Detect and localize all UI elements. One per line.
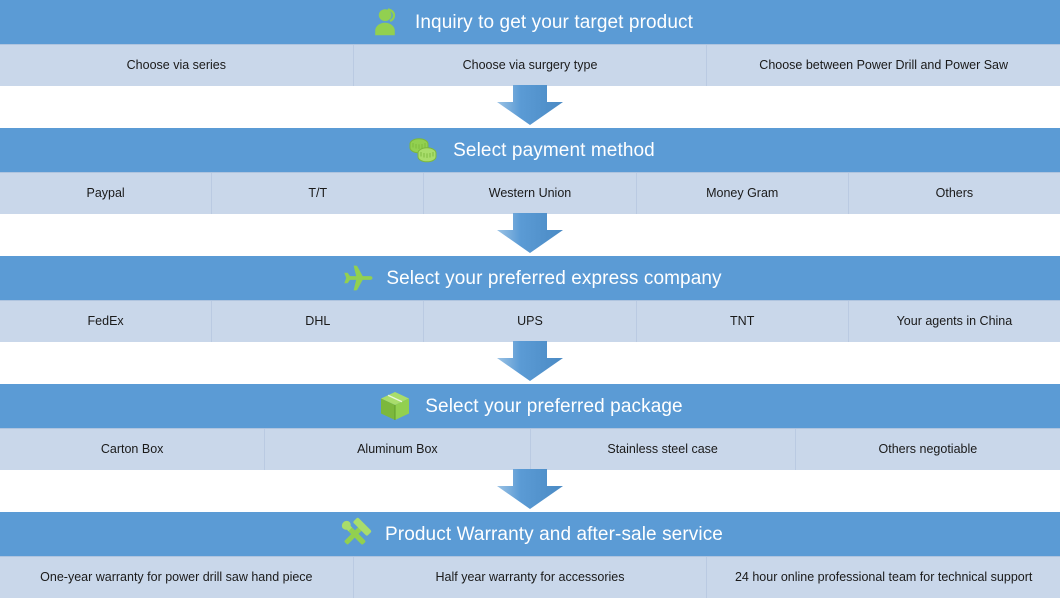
option-item[interactable]: TNT (637, 301, 849, 342)
step-title-3: Select your preferred express company (386, 267, 722, 289)
option-item[interactable]: Carton Box (0, 429, 266, 470)
option-item[interactable]: DHL (212, 301, 425, 342)
step-options-4: Carton Box Aluminum Box Stainless steel … (0, 428, 1060, 470)
step-options-1: Choose via series Choose via surgery typ… (0, 44, 1060, 86)
connector-3 (0, 340, 1060, 386)
down-arrow-icon (497, 340, 563, 386)
package-box-icon (377, 388, 413, 424)
option-item[interactable]: Choose between Power Drill and Power Saw (759, 58, 1009, 73)
step-block-2: Select payment method Paypal T/T Western… (0, 128, 1060, 214)
option-item[interactable]: Half year warranty for accessories (354, 557, 708, 598)
option-item[interactable]: Others negotiable (878, 442, 978, 457)
step-options-5: One-year warranty for power drill saw ha… (0, 556, 1060, 598)
step-title-5: Product Warranty and after-sale service (385, 523, 723, 545)
step-title-4: Select your preferred package (425, 395, 683, 417)
step-header-1: Inquiry to get your target product (0, 0, 1060, 44)
option-item[interactable]: Choose via series (0, 45, 354, 86)
option-item[interactable]: UPS (424, 301, 637, 342)
airplane-icon (338, 260, 374, 296)
option-item[interactable]: One-year warranty for power drill saw ha… (0, 557, 354, 598)
option-item[interactable]: Western Union (424, 173, 637, 214)
step-options-2: Paypal T/T Western Union Money Gram Othe… (0, 172, 1060, 214)
step-block-1: Inquiry to get your target product Choos… (0, 0, 1060, 86)
option-item[interactable]: Others (935, 186, 974, 201)
option-item[interactable]: Stainless steel case (531, 429, 796, 470)
connector-4 (0, 468, 1060, 514)
option-item[interactable]: Money Gram (637, 173, 849, 214)
step-block-4: Select your preferred package Carton Box… (0, 384, 1060, 470)
step-header-3: Select your preferred express company (0, 256, 1060, 300)
option-item[interactable]: FedEx (0, 301, 213, 342)
tools-icon (337, 516, 373, 552)
option-item[interactable]: Choose via surgery type (354, 45, 708, 86)
step-options-3: FedEx DHL UPS TNT Your agents in China (0, 300, 1060, 342)
down-arrow-icon (497, 84, 563, 130)
step-block-3: Select your preferred express company Fe… (0, 256, 1060, 342)
down-arrow-icon (497, 468, 563, 514)
connector-1 (0, 84, 1060, 130)
option-item[interactable]: 24 hour online professional team for tec… (734, 570, 1033, 585)
step-title-2: Select payment method (453, 139, 655, 161)
support-agent-icon (367, 4, 403, 40)
option-item[interactable]: T/T (212, 173, 425, 214)
down-arrow-icon (497, 212, 563, 258)
connector-2 (0, 212, 1060, 258)
option-item[interactable]: Paypal (0, 173, 213, 214)
coins-icon (405, 132, 441, 168)
step-block-5: Product Warranty and after-sale service … (0, 512, 1060, 598)
option-item[interactable]: Aluminum Box (265, 429, 531, 470)
option-item[interactable]: Your agents in China (896, 314, 1013, 329)
step-header-4: Select your preferred package (0, 384, 1060, 428)
step-title-1: Inquiry to get your target product (415, 11, 693, 33)
step-header-5: Product Warranty and after-sale service (0, 512, 1060, 556)
step-header-2: Select payment method (0, 128, 1060, 172)
